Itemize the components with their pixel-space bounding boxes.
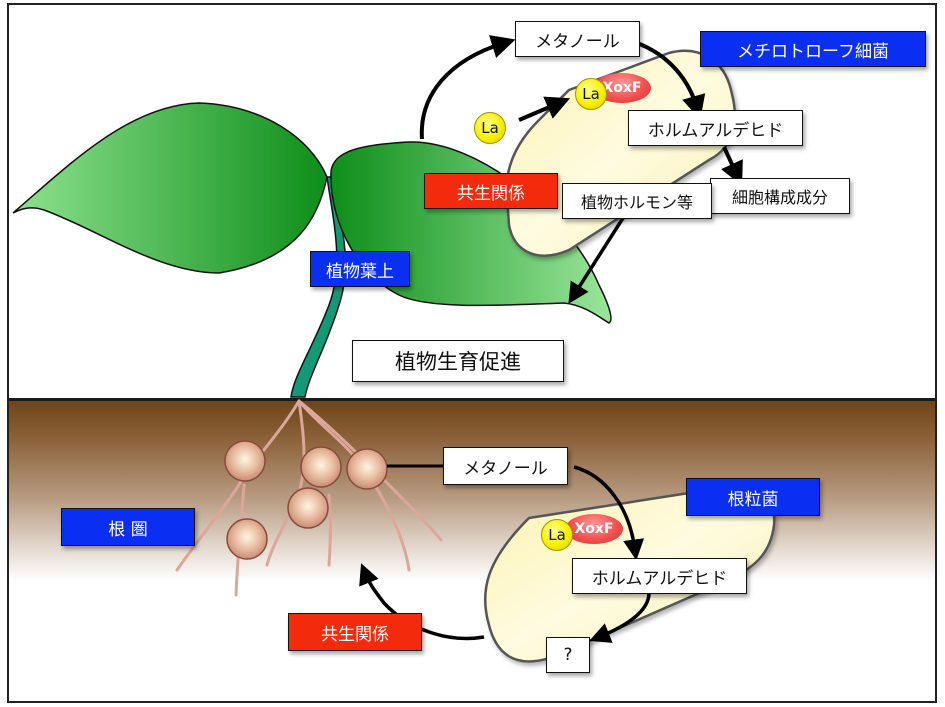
- region-label-phyllosphere: 植物葉上: [310, 251, 410, 287]
- lanthanum-ion-bound-upper: La: [575, 78, 607, 110]
- symbiosis-label-lower: 共生関係: [288, 613, 422, 651]
- arrow-methanol-to-formaldehyde: [636, 41, 706, 120]
- methanol-label-upper: メタノール: [515, 21, 640, 57]
- lanthanum-ion-bound-lower: La: [541, 519, 573, 551]
- root-nodule: [287, 487, 329, 529]
- root-nodule: [346, 448, 388, 490]
- methylotroph-bacteria-label: メチロトローフ細菌: [700, 31, 926, 67]
- root-nodule: [300, 446, 342, 488]
- formaldehyde-label-upper: ホルムアルデヒド: [628, 110, 803, 146]
- arrow-formaldehyde-to-unknown: [589, 592, 651, 643]
- diagram-frame: 植物葉上 植物生育促進 メチロトローフ細菌 共生関係 メタノール ホルムアルデヒ…: [7, 3, 937, 703]
- left-leaf: [12, 102, 328, 274]
- cell-components-label: 細胞構成成分: [710, 178, 850, 214]
- region-label-rhizosphere: 根 圏: [61, 508, 195, 546]
- plant-hormone-label: 植物ホルモン等: [562, 183, 712, 219]
- formaldehyde-label-lower: ホルムアルデヒド: [572, 558, 747, 594]
- symbiosis-label-upper: 共生関係: [424, 173, 558, 209]
- plant-growth-promotion-label: 植物生育促進: [352, 340, 564, 382]
- arrow-leaf-to-methanol: [419, 35, 516, 140]
- root-nodule: [224, 440, 266, 482]
- arrow-bacterium-to-roots: [359, 563, 485, 641]
- methanol-label-lower: メタノール: [443, 447, 568, 485]
- arrow-methanol-to-formaldehyde-lower: [573, 465, 645, 561]
- lanthanum-ion-free: La: [474, 112, 506, 144]
- root-nodule: [226, 518, 268, 560]
- unknown-product-label: ?: [546, 637, 590, 673]
- rhizobium-label: 根粒菌: [686, 478, 820, 516]
- xoxf-enzyme-lower: XoxF: [565, 514, 623, 544]
- arrow-formaldehyde-to-cell-components: [721, 146, 743, 186]
- arrow-la-to-xoxf: [518, 96, 571, 122]
- arrow-hormone-to-leaf: [568, 217, 625, 304]
